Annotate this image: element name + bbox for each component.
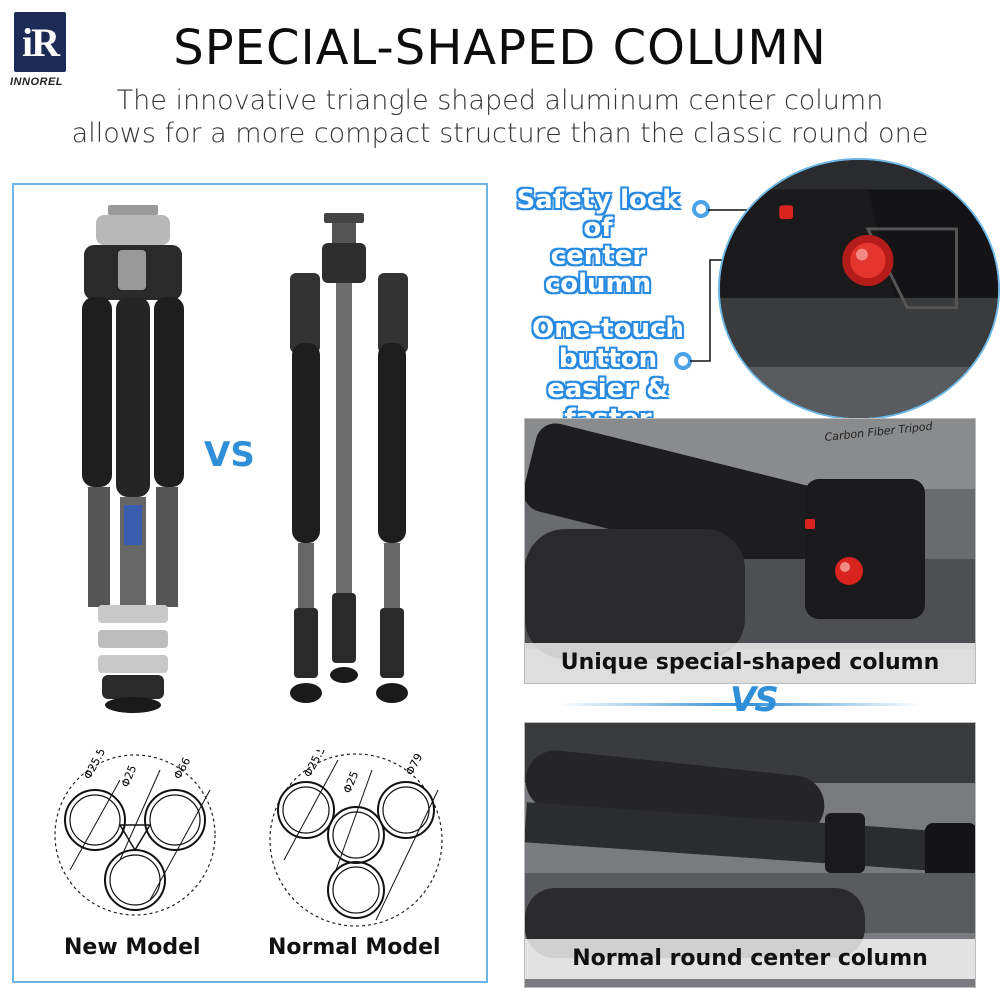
safety-lock-pointer-dot: [692, 200, 710, 218]
unique-column-image: Carbon Fiber Tripod: [525, 419, 975, 683]
safety-lock-line-2: center column: [544, 241, 652, 299]
normal-model-label: Normal Model: [268, 935, 441, 960]
logo-wordmark: INNOREL: [10, 76, 63, 88]
safety-lock-callout: Safety lock of center column: [498, 186, 698, 298]
new-model-dimension-diagram: Φ25.5 Φ25 Φ66: [54, 750, 216, 916]
one-touch-line-2: button: [558, 344, 658, 374]
normal-column-caption: Normal round center column: [525, 939, 975, 979]
normal-dim-2: Φ25: [341, 769, 362, 795]
normal-dim-3: Φ79: [403, 751, 425, 777]
subtitle-line-2: allows for a more compact structure than…: [71, 118, 929, 149]
page-subtitle: The innovative triangle shaped aluminum …: [0, 84, 1000, 150]
page-title: SPECIAL-SHAPED COLUMN: [173, 20, 827, 76]
comparison-panel: VS Φ25.5 Φ25 Φ66: [12, 183, 488, 983]
normal-model-tripod-image: [290, 213, 408, 703]
one-touch-line-1: One-touch: [532, 314, 684, 344]
logo-mark: iR: [22, 19, 60, 65]
vs-divider-line: [560, 703, 920, 706]
new-model-label: New Model: [64, 935, 201, 960]
unique-column-caption: Unique special-shaped column: [525, 643, 975, 683]
vs-label: VS: [204, 435, 255, 475]
new-model-tripod-image: [82, 205, 184, 713]
normal-model-dimension-diagram: Φ25.5 Φ25 Φ79: [269, 750, 443, 927]
subtitle-line-1: The innovative triangle shaped aluminum …: [116, 85, 884, 116]
new-dim-1: Φ25.5: [81, 750, 108, 781]
safety-lock-closeup-image: [718, 158, 1000, 420]
safety-lock-line-1: Safety lock of: [516, 185, 680, 243]
photos-vs-label: VS: [730, 680, 779, 720]
logo-box: iR: [14, 12, 66, 72]
unique-column-photo: Carbon Fiber Tripod Unique special-shape…: [524, 418, 976, 684]
new-dim-2: Φ25: [119, 763, 140, 789]
new-dim-3: Φ66: [171, 755, 193, 781]
normal-column-photo: Normal round center column: [524, 722, 976, 988]
normal-dim-1: Φ25.5: [301, 750, 328, 779]
brand-logo: iR INNOREL: [10, 12, 72, 92]
one-touch-callout: One-touch button easier & faster: [508, 314, 708, 434]
